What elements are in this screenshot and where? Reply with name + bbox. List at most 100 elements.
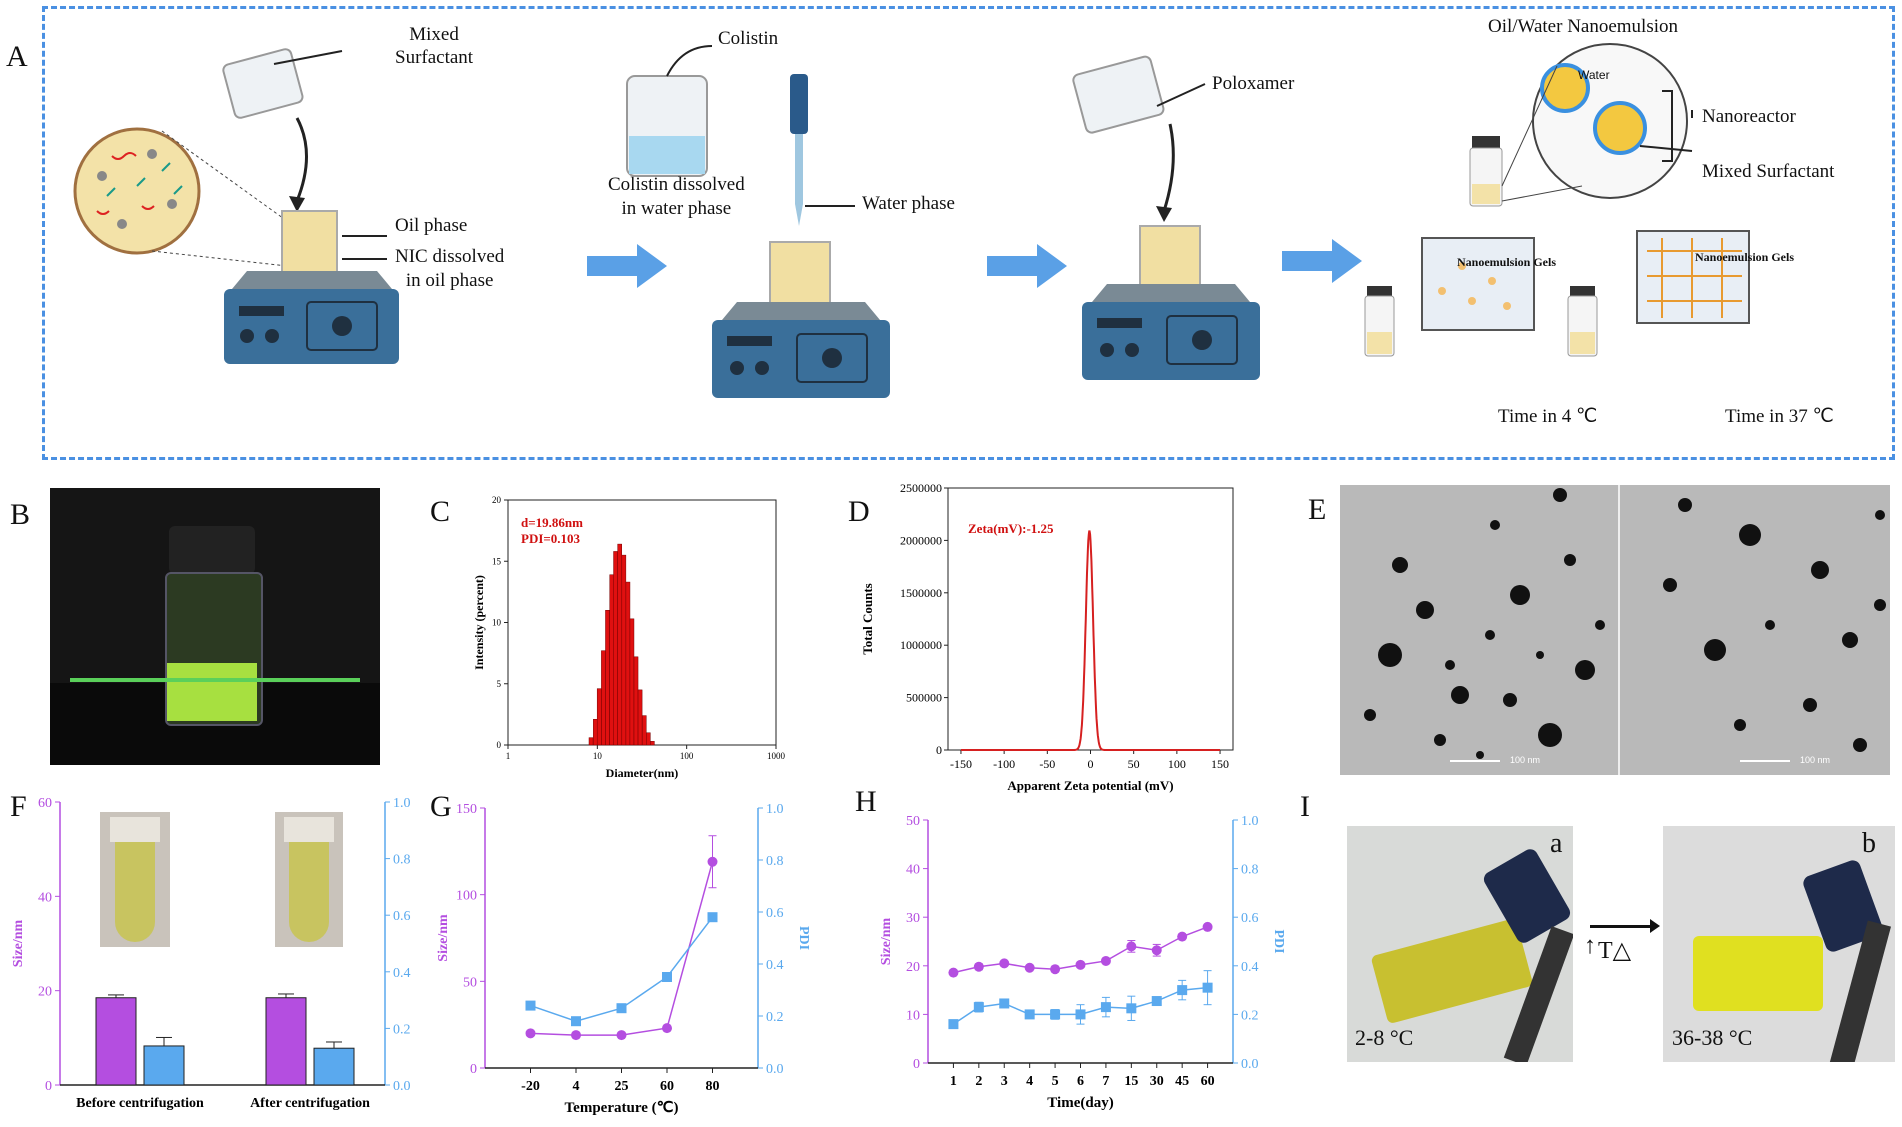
chart-g-point [525,1000,536,1011]
chart-f-ytick-right-label: 0.4 [393,966,411,981]
chart-c-bar [605,610,610,746]
label-water-phase: Water phase [862,193,955,214]
chart-h-xtick-label: 60 [1201,1074,1215,1089]
photo-i-arrow-label: T△ [1598,938,1632,964]
chart-g-xlabel: Temperature (℃) [565,1100,679,1115]
chart-g-point [525,1028,536,1039]
panel-a-schematic [73,43,1750,398]
chart-c-xlabel: Diameter(nm) [606,766,679,780]
label-gels-1: Nanoemulsion Gels [1457,255,1557,269]
photo-i-label-a: a [1550,828,1563,859]
chart-c-bar [641,715,647,746]
chart-h-ytick-left-label: 40 [906,863,920,878]
label-time-4: Time in 4 ℃ [1498,406,1598,427]
label-colistin-water: Colistin dissolved in water phase [608,174,745,219]
pouring-beaker-1 [222,48,304,119]
chart-h-point [1126,941,1137,952]
chart-f-ytick-right-label: 1.0 [393,796,411,811]
chart-h-xtick-label: 2 [975,1074,982,1089]
chart-d-xtick-label: 50 [1128,757,1140,771]
chart-h-xtick-label: 30 [1150,1074,1164,1089]
chart-c-bar [596,688,602,746]
chart-h-point [1024,1009,1035,1020]
chart-c-bar [601,650,606,746]
label-gels-2: Nanoemulsion Gels [1695,250,1795,264]
tem-scale-right: 100 nm [1800,755,1831,765]
colistin-beaker [626,75,708,177]
stirrer-3 [1082,225,1260,380]
chart-g-ytick-right-label: 0.8 [766,854,784,869]
chart-d-xtick-label: -150 [950,757,972,771]
chart-h-ytick-right-label: 1.0 [1241,814,1259,829]
chart-c-bar [650,741,655,746]
chart-g-ytick-left-label: 0 [470,1062,477,1077]
chart-c-ytick-label: 10 [492,618,502,628]
chart-g-point [662,972,672,982]
chart-h-point [1202,921,1213,932]
chart-g-xtick-label: -20 [521,1079,540,1094]
chart-h-point [948,967,959,978]
chart-h-xtick-label: 4 [1026,1074,1033,1089]
chart-h-ytick-left-label: 20 [906,960,920,975]
chart-d: 05000001000000150000020000002500000-150-… [860,481,1234,793]
chart-h-ytick-right-label: 0.4 [1241,960,1259,975]
vial-photo-a [1347,826,1573,1062]
chart-h-point [1075,959,1086,970]
chart-h-point [1100,955,1111,966]
chart-h-point [973,1002,984,1013]
chart-f-bar-pdi [313,1047,355,1086]
chart-h-xtick-label: 6 [1077,1074,1084,1089]
tube-photo-before [100,812,170,947]
label-oil-phase: Oil phase [395,215,468,236]
chart-c-bar [617,543,622,746]
chart-c-ytick-label: 5 [497,679,502,689]
chart-d-ytick-label: 500000 [906,691,942,705]
chart-h-ytick-right-label: 0.0 [1241,1057,1259,1072]
panel-label-g: G [430,790,452,823]
chart-c-bar [646,732,651,746]
chart-c-bar [629,618,635,746]
chart-h-ytick-left-label: 0 [913,1057,920,1072]
chart-c-bar [625,581,631,746]
chart-h-point [1100,1002,1111,1013]
chart-f-ytick-left-label: 40 [38,890,52,905]
label-mixed-surfactant: Mixed Surfactant [395,24,474,68]
label-nic-oil: NIC dissolved in oil phase [395,246,505,291]
chart-d-xtick-label: -100 [993,757,1015,771]
tem-image-e: 100 nm 100 nm [1340,485,1890,775]
chart-h-ylabel-right: PDI [1271,929,1286,953]
nanoemulsion-vial [1469,136,1503,207]
chart-d-xtick-label: 150 [1211,757,1229,771]
chart-f-ytick-right-label: 0.0 [393,1079,411,1094]
label-time-37: Time in 37 ℃ [1725,406,1834,427]
chart-h-ylabel-left: Size/nm [879,917,894,965]
chart-g-point [662,1023,672,1034]
chart-h-point [1177,931,1188,942]
label-water: Water [1578,68,1610,82]
chart-h-point [973,961,984,972]
panel-label-b: B [10,498,31,531]
stirrer-2 [712,241,890,398]
chart-c-bar [588,737,594,746]
chart-d-xtick-label: -50 [1039,757,1055,771]
label-nanoemulsion-title: Oil/Water Nanoemulsion [1488,16,1679,37]
chart-g-xtick-label: 25 [615,1079,629,1094]
reversible-arrowhead [1650,919,1660,933]
chart-h-point [999,998,1010,1009]
chart-h-point [999,958,1010,969]
chart-c-bar [621,554,627,746]
chart-c-xtick-label: 100 [680,751,694,761]
chart-c-annotation: d=19.86nm [521,515,583,530]
chart-c-bar [609,574,615,746]
chart-g-xtick-label: 60 [660,1079,674,1094]
chart-d-annotation: Zeta(mV):-1.25 [968,521,1054,536]
chart-h-ytick-right-label: 0.6 [1241,911,1259,926]
chart-g-ytick-left-label: 150 [456,802,477,817]
panel-label-h: H [855,785,877,818]
chart-h-xlabel: Time(day) [1047,1095,1113,1111]
chart-f-ytick-right-label: 0.8 [393,853,411,868]
label-nanoreactor: Nanoreactor [1702,106,1796,127]
chart-g-point [616,1003,627,1014]
chart-f-ytick-right-label: 0.2 [393,1022,411,1037]
